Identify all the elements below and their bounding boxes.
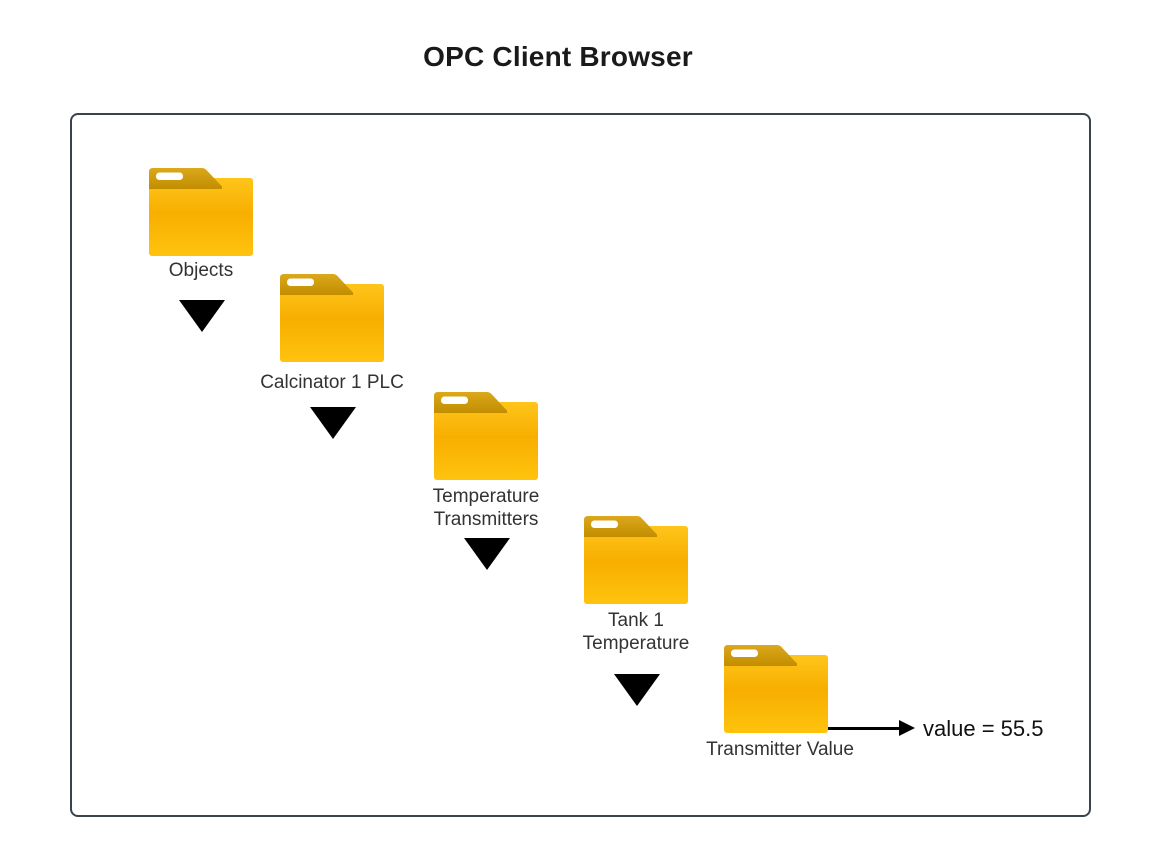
tree-node-label-transmitter-value: Transmitter Value (706, 739, 854, 760)
folder-slot (287, 278, 314, 286)
expand-triangle-icon[interactable] (614, 674, 660, 706)
folder-slot (591, 520, 618, 528)
expand-triangle-icon[interactable] (179, 300, 225, 332)
tree-node-label-tank-1-temperature: Tank 1 Temperature (582, 610, 690, 654)
expand-triangle-icon[interactable] (464, 538, 510, 570)
tree-node-label-temperature-transmitters: Temperature Transmitters (432, 486, 540, 530)
folder-slot (731, 649, 758, 657)
tree-node-label-objects: Objects (168, 260, 234, 281)
folder-slot (441, 396, 468, 404)
folder-icon[interactable] (584, 516, 688, 604)
value-text: value = 55.5 (923, 716, 1044, 741)
folder-icon[interactable] (724, 645, 828, 733)
tree-node-label-calcinator-1-plc: Calcinator 1 PLC (260, 372, 404, 393)
value-arrow-head-icon (899, 720, 915, 736)
diagram-title: OPC Client Browser (423, 41, 693, 72)
expand-triangle-icon[interactable] (310, 407, 356, 439)
value-arrow-line (828, 726, 899, 730)
folder-icon[interactable] (280, 274, 384, 362)
folder-icon[interactable] (149, 168, 253, 256)
browser-panel: Objects Calcinator 1 PLC Temperature Tra… (70, 113, 1091, 817)
folder-icon[interactable] (434, 392, 538, 480)
folder-slot (156, 172, 183, 180)
